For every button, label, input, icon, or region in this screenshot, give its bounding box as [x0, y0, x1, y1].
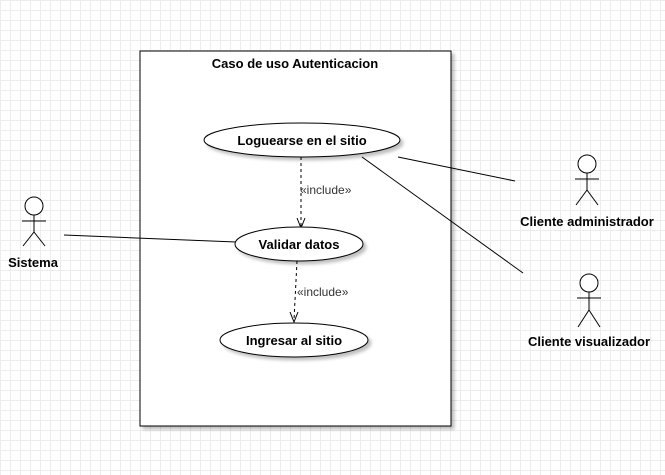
actor-sistema[interactable]: Sistema: [8, 196, 59, 270]
use-case-login-label: Loguearse en el sitio: [237, 133, 366, 148]
association-login-admin[interactable]: [397, 156, 516, 182]
include-label-2: «include»: [297, 285, 349, 299]
use-case-validate[interactable]: Validar datos: [234, 226, 364, 262]
include-relation-2[interactable]: «include»: [289, 260, 349, 324]
actor-figure-icon: [575, 154, 599, 206]
association-sistema-validar[interactable]: [63, 234, 237, 243]
actor-cliente-administrador-label: Cliente administrador: [520, 214, 654, 229]
actor-figure-icon: [577, 273, 601, 328]
include-label-1: «include»: [300, 183, 352, 197]
association-login-viewer[interactable]: [361, 156, 524, 274]
actor-cliente-visualizador-label: Cliente visualizador: [528, 334, 650, 349]
use-case-login[interactable]: Loguearse en el sitio: [203, 122, 401, 158]
actor-figure-icon: [22, 196, 46, 247]
use-case-validate-label: Validar datos: [259, 237, 340, 252]
actor-sistema-label: Sistema: [8, 255, 59, 270]
actor-cliente-administrador[interactable]: Cliente administrador: [520, 154, 654, 229]
system-title: Caso de uso Autenticacion: [212, 56, 378, 71]
use-case-enter[interactable]: Ingresar al sitio: [219, 322, 369, 358]
use-case-enter-label: Ingresar al sitio: [246, 333, 342, 348]
actor-cliente-visualizador[interactable]: Cliente visualizador: [528, 273, 650, 349]
